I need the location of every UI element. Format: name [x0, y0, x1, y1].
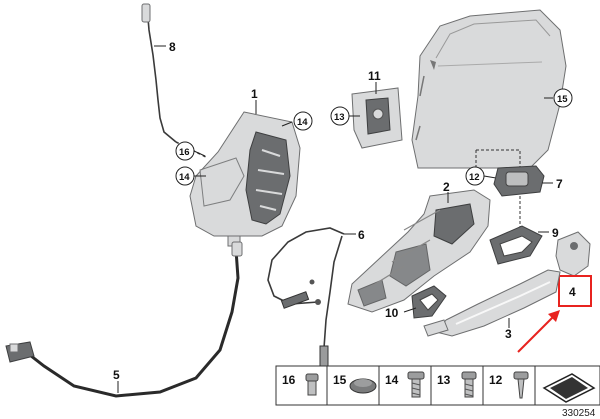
leader-10 [403, 307, 417, 313]
grommet-icon [305, 373, 319, 396]
leader-14a [281, 121, 293, 127]
part-8-rod [141, 3, 209, 159]
part-5-cable [5, 241, 243, 398]
screw-icon [513, 371, 529, 399]
legend-number-16: 16 [282, 373, 296, 387]
label-4: 4 [569, 285, 576, 299]
legend-item-16: 16 [282, 373, 319, 396]
callout-14a [293, 111, 313, 131]
label-8: 8 [169, 40, 176, 54]
leader-16 [193, 150, 206, 157]
label-13: 13 [334, 112, 345, 123]
part-7-sensor [493, 165, 545, 197]
callout-16 [175, 141, 195, 161]
label-3: 3 [505, 327, 512, 341]
leader-12 [483, 175, 497, 179]
legend-number-15: 15 [333, 373, 347, 387]
label-16: 16 [179, 147, 190, 158]
callout-12 [465, 166, 485, 186]
label-2: 2 [443, 180, 450, 194]
legend-strip [275, 365, 600, 406]
legend-item-14: 14 [385, 371, 425, 398]
part-1-door-lock [189, 111, 301, 247]
callout-13 [330, 106, 350, 126]
legend-number-12: 12 [489, 373, 503, 387]
label-5: 5 [113, 368, 120, 382]
mat-icon [542, 373, 596, 403]
legend-number-13: 13 [437, 373, 451, 387]
label-9: 9 [552, 226, 559, 240]
part-4-end-cap [555, 231, 591, 277]
legend-item-15: 15 [333, 373, 377, 394]
label-14a: 14 [297, 117, 308, 128]
label-1: 1 [251, 87, 258, 101]
bolt-icon [461, 371, 477, 398]
label-15: 15 [557, 94, 568, 105]
legend-item-13: 13 [437, 371, 477, 398]
label-10: 10 [385, 306, 399, 320]
part-9-gasket [489, 225, 543, 265]
callout-14b [175, 166, 195, 186]
highlight-arrow [517, 310, 560, 353]
legend-number-14: 14 [385, 373, 399, 387]
part-10-gasket [411, 285, 447, 319]
part-11-catch [351, 87, 403, 149]
label-6: 6 [358, 228, 365, 242]
part-2-handle-carrier [347, 189, 491, 313]
plug-cap-icon [349, 378, 377, 394]
callout-15 [553, 88, 573, 108]
torx-screw-icon [407, 371, 425, 398]
legend-item-12: 12 [489, 371, 529, 399]
part-3-handle [423, 269, 561, 337]
label-11: 11 [368, 69, 381, 83]
part-15-door [411, 9, 567, 169]
label-14b: 14 [179, 172, 190, 183]
part-6-bowden-cable [267, 227, 345, 367]
highlight-box-4 [558, 275, 592, 307]
label-7: 7 [556, 177, 563, 191]
label-12: 12 [469, 172, 480, 183]
diagram-id: 330254 [562, 408, 596, 419]
